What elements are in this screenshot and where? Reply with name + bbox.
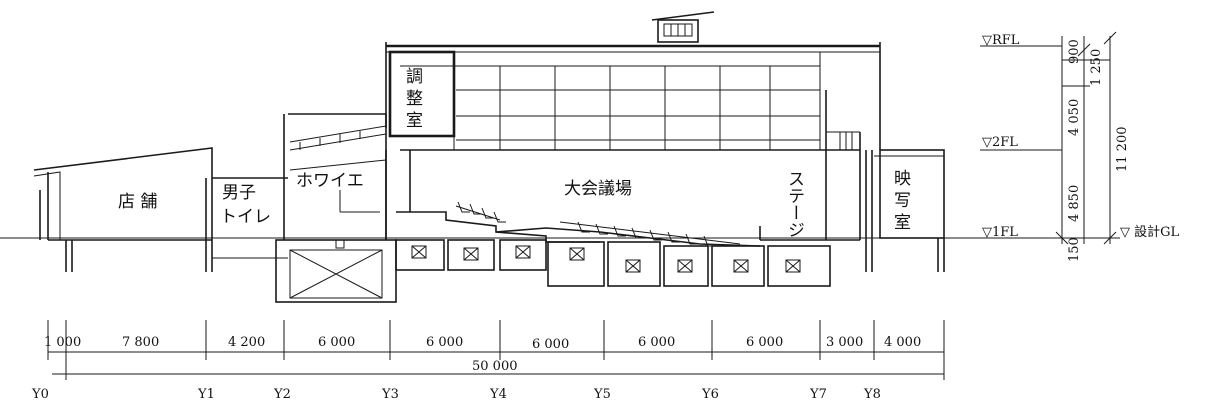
grid-label-y8: Y8 [863, 387, 881, 402]
vertical-dim-900: 900 [1067, 39, 1082, 64]
level-lines [980, 31, 1117, 245]
level-label-2fl: ▽2FL [982, 135, 1018, 150]
dim-6000-b: 6 000 [426, 335, 463, 350]
level-label-rfl: ▽RFL [982, 33, 1020, 48]
room-label-hall: 大会議場 [564, 179, 632, 199]
dimension-lines [47, 320, 945, 380]
room-label-control-2: 整 [406, 89, 423, 109]
dim-1000: 1 000 [44, 335, 81, 350]
grid-label-y3: Y3 [381, 387, 399, 402]
grid-label-y7: Y7 [809, 387, 827, 402]
grid-label-y5: Y5 [593, 387, 611, 402]
room-label-shop: 店 舗 [118, 192, 157, 212]
foundations [395, 239, 831, 287]
projection-room-structure [874, 149, 945, 272]
dim-6000-c: 6 000 [532, 337, 569, 352]
vertical-dim-1250: 1 250 [1089, 49, 1104, 86]
level-label-gl: ▽ 設計GL [1120, 224, 1180, 240]
grid-label-y0: Y0 [31, 387, 49, 402]
hall-structure [385, 11, 881, 272]
dim-total: 50 000 [472, 359, 518, 374]
shop-structure [33, 147, 213, 272]
vertical-dim-150: 150 [1067, 237, 1082, 262]
dim-3000: 3 000 [826, 335, 863, 350]
grid-label-y6: Y6 [701, 387, 719, 402]
vertical-dim-11200: 11 200 [1115, 127, 1130, 173]
room-label-projection-3: 室 [894, 213, 911, 233]
vertical-dim-4050: 4 050 [1067, 99, 1082, 136]
room-label-toilet-1: 男子 [222, 183, 256, 203]
room-label-control-1: 調 [406, 67, 423, 87]
foyer-structure [275, 113, 397, 303]
dim-4000: 4 000 [884, 335, 921, 350]
room-label-foyer: ホワイエ [296, 171, 364, 191]
room-label-projection-2: 写 [894, 191, 911, 211]
room-label-stage: ステージ [784, 170, 804, 238]
dim-6000-d: 6 000 [638, 335, 675, 350]
dim-7800: 7 800 [122, 335, 159, 350]
room-label-projection-1: 映 [894, 169, 911, 189]
room-label-toilet-2: トイレ [220, 207, 271, 227]
grid-label-y2: Y2 [273, 387, 291, 402]
level-label-1fl: ▽1FL [982, 225, 1018, 240]
vertical-dim-4850: 4 850 [1067, 185, 1082, 222]
seat-marks [457, 201, 716, 247]
grid-label-y1: Y1 [197, 387, 215, 402]
room-label-control-3: 室 [406, 111, 423, 131]
grid-label-y4: Y4 [489, 387, 507, 402]
dim-6000-e: 6 000 [746, 335, 783, 350]
dim-6000-a: 6 000 [318, 335, 355, 350]
dim-4200: 4 200 [228, 335, 265, 350]
